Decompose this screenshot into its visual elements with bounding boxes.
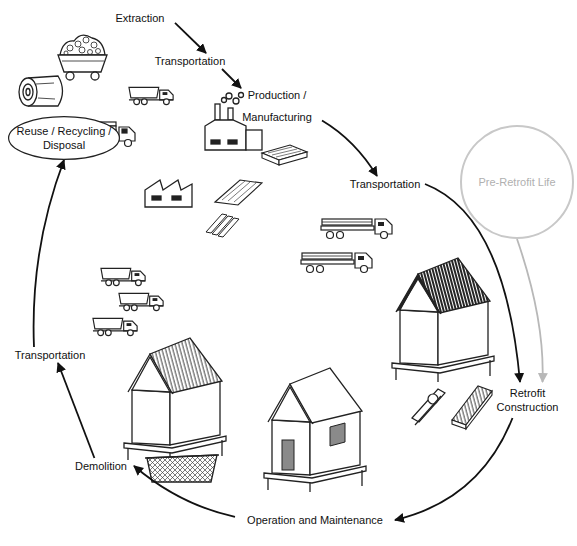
dump-truck-icon bbox=[129, 87, 173, 104]
dumpster-icon bbox=[145, 455, 219, 482]
stage-label: Extraction bbox=[105, 10, 175, 26]
dump-truck-icon bbox=[93, 318, 137, 335]
flow-arrow bbox=[395, 418, 513, 520]
stage-text: Extraction bbox=[116, 11, 165, 25]
stage-text: Reuse / Recycling / Disposal bbox=[14, 124, 114, 152]
insulation-boards-icon bbox=[452, 386, 492, 429]
outcome-ellipse: Reuse / Recycling / Disposal bbox=[8, 116, 120, 160]
flow-arrow bbox=[517, 239, 543, 382]
stage-text: Transportation bbox=[15, 348, 86, 362]
node-outline bbox=[8, 116, 120, 160]
panel-icon bbox=[262, 145, 307, 165]
stage-text: Transportation bbox=[350, 177, 421, 191]
stage-label: Transportation bbox=[150, 53, 230, 69]
stage-label: Operation and Maintenance bbox=[235, 512, 395, 528]
flatbed-truck-icon bbox=[301, 253, 372, 273]
stage-text: Retrofit Construction bbox=[490, 386, 565, 414]
dump-truck-icon bbox=[101, 268, 145, 285]
flow-arrow bbox=[222, 69, 241, 88]
mine-cart-icon bbox=[58, 35, 107, 80]
flow-arrow bbox=[34, 160, 64, 347]
flatbed-truck-icon bbox=[321, 219, 392, 239]
stage-text: Transportation bbox=[155, 54, 226, 68]
stage-label: Production / Manufacturing bbox=[232, 88, 322, 124]
stage-label: Demolition bbox=[68, 458, 134, 474]
pre-retrofit-circle: Pre-Retrofit Life bbox=[460, 125, 574, 239]
log-icon bbox=[19, 76, 63, 106]
demolished-house bbox=[124, 338, 226, 462]
wood-panel-icon bbox=[215, 180, 262, 205]
operating-house bbox=[264, 368, 366, 492]
flow-arrow bbox=[175, 23, 206, 53]
stage-label: Retrofit Construction bbox=[490, 382, 565, 418]
stage-label: Transportation bbox=[345, 176, 425, 192]
stage-text: Pre-Retrofit Life bbox=[478, 175, 555, 189]
dump-truck-icon bbox=[119, 293, 163, 310]
warehouse-icon bbox=[145, 180, 192, 207]
stage-text: Demolition bbox=[75, 459, 127, 473]
stage-label: Transportation bbox=[10, 347, 90, 363]
stage-text: Production / Manufacturing bbox=[232, 84, 322, 128]
flow-arrow bbox=[58, 363, 94, 458]
planks-icon bbox=[206, 214, 239, 237]
retrofit-house bbox=[392, 258, 494, 382]
flow-arrow bbox=[322, 120, 377, 176]
flow-arrow bbox=[134, 466, 235, 517]
stage-text: Operation and Maintenance bbox=[247, 513, 383, 527]
tools-icon bbox=[412, 389, 445, 425]
